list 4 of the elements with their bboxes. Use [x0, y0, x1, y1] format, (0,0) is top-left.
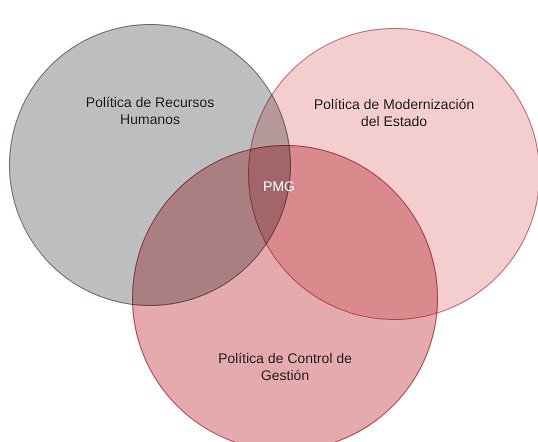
set-label: Política de Modernización del Estado: [312, 96, 476, 130]
set-label: Política de Control de Gestión: [217, 350, 353, 384]
set-label: Política de Recursos Humanos: [84, 94, 216, 128]
intersection-label: PMG: [263, 178, 295, 194]
